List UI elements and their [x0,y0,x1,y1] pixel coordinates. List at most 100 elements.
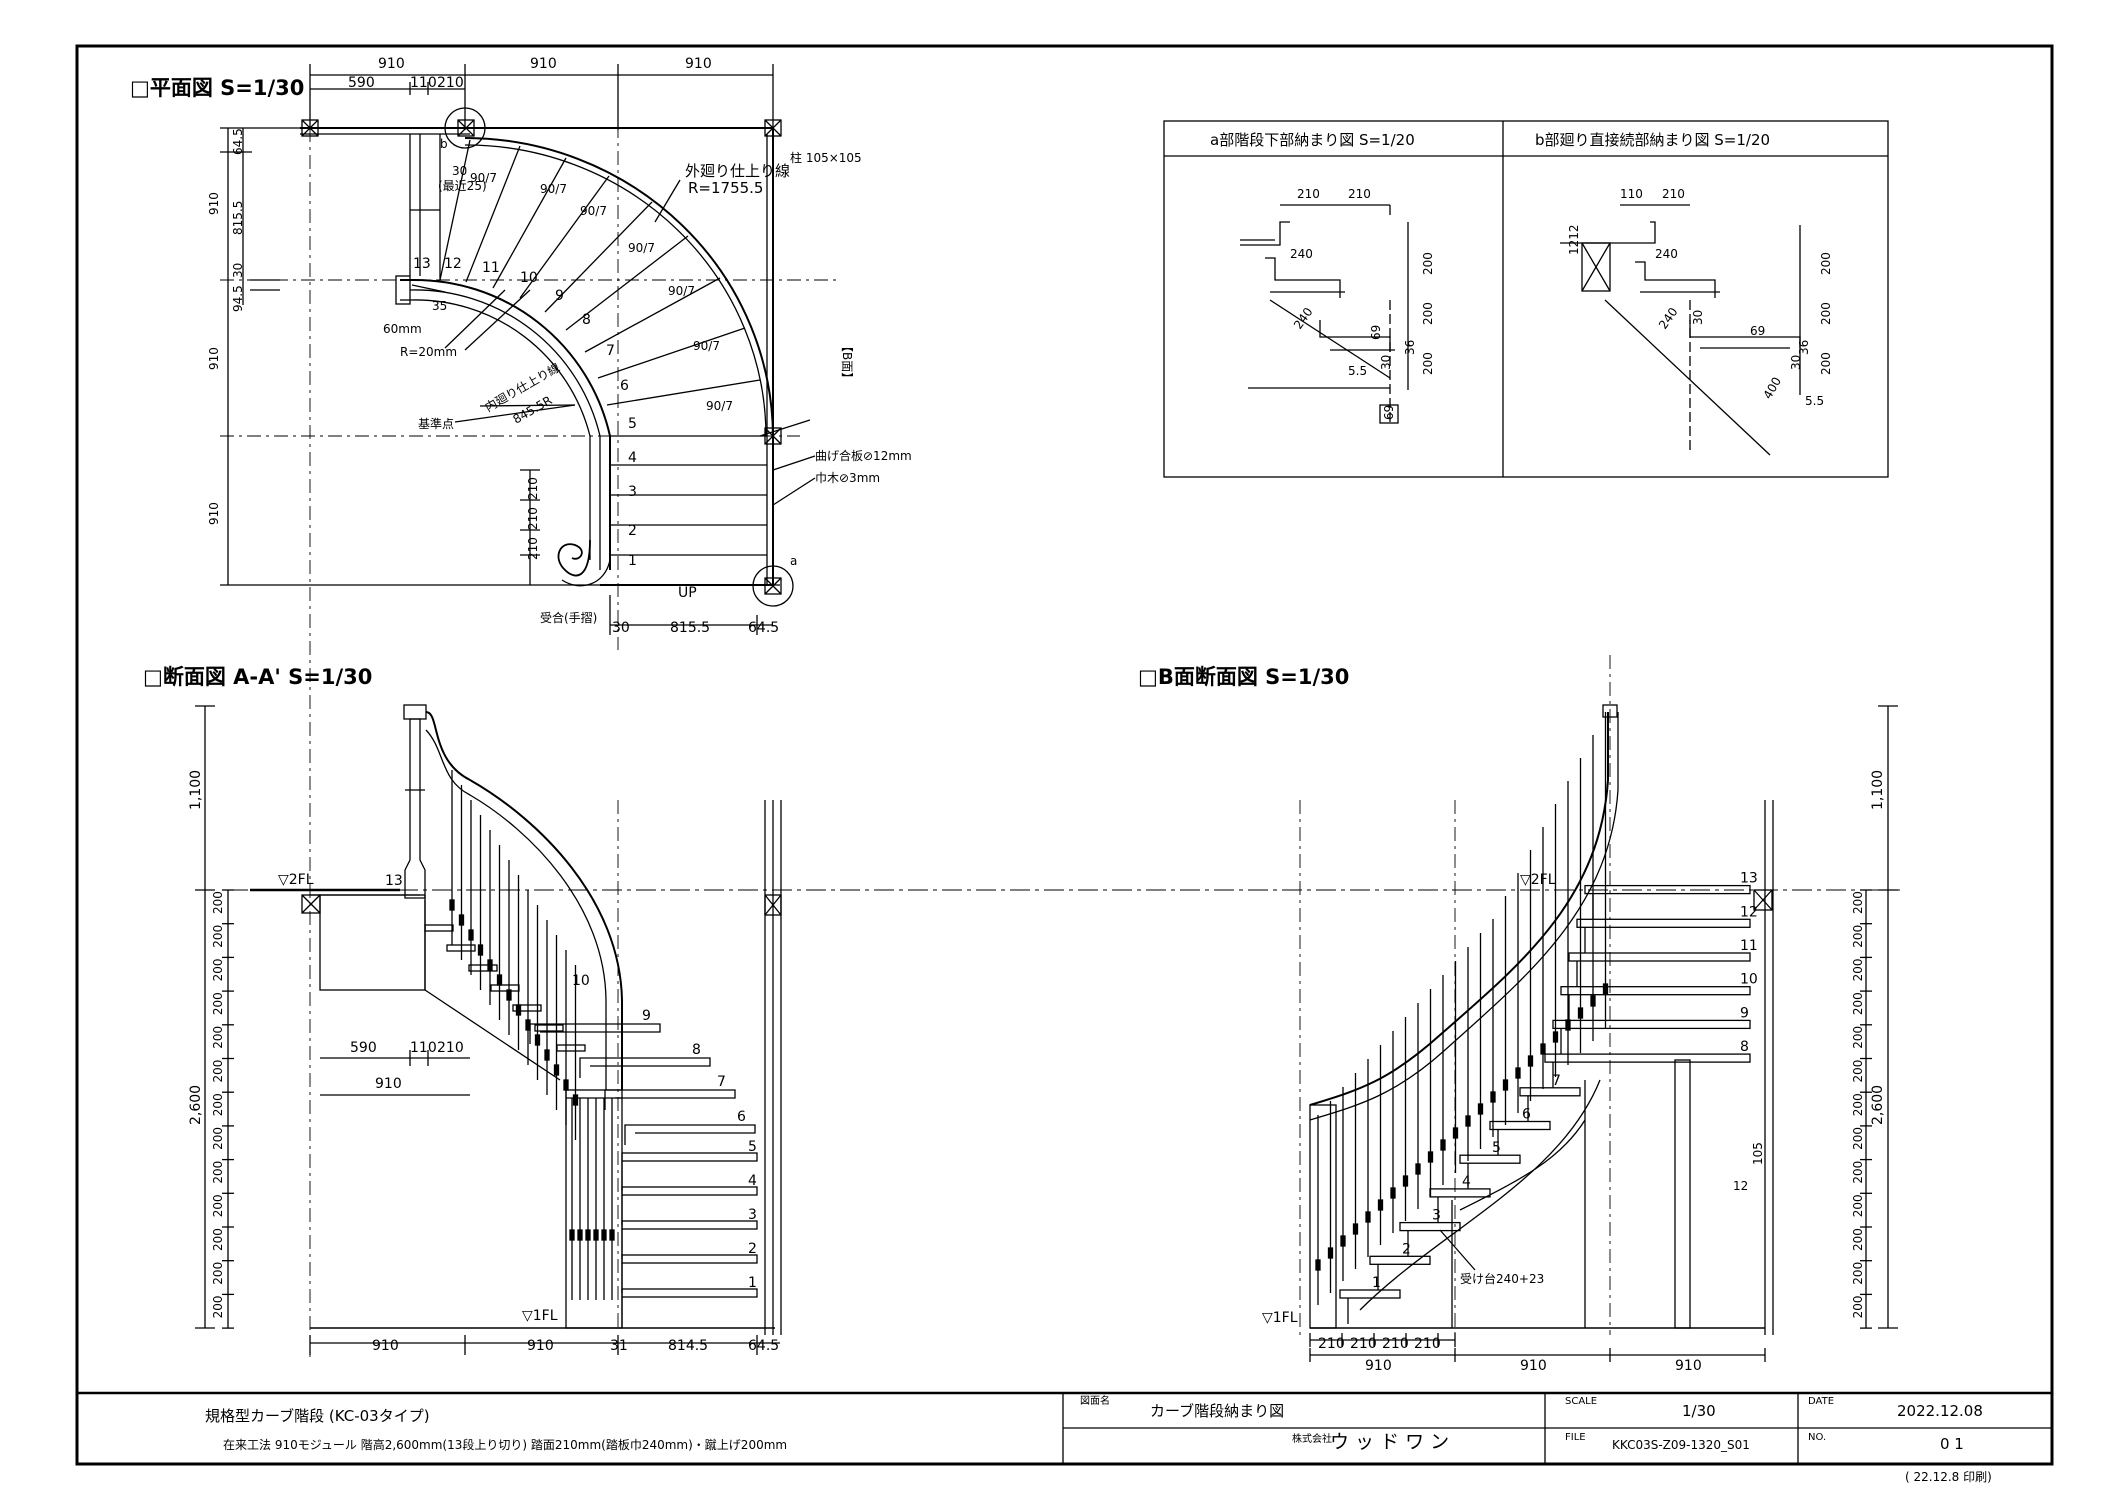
detail-b-dim-55: 5.5 [1805,394,1824,408]
section-b-bottom-dim-210c: 210 [1382,1336,1409,1352]
detail-b-drawing [1560,204,1801,456]
section-aa-tread [621,1220,758,1230]
section-aa-riser-label: 200 [211,992,225,1015]
plan-step-9: 9 [555,288,564,304]
section-b-riser-label: 200 [1851,1161,1865,1184]
plan-60mm-label: 60mm [383,322,422,336]
section-aa-winder [579,1057,711,1078]
tb-company: ウ ッ ド ワ ン [1330,1431,1449,1453]
section-b-tread [1429,1188,1491,1198]
section-b-title: □B面断面図 S=1/30 [1138,665,1349,689]
volute [557,539,591,577]
detail-b-dim-36: 36 [1797,340,1811,355]
detail-a-dim-210b: 210 [1348,187,1371,201]
plan-step-13: 13 [413,256,431,272]
plan-left-dim-945: 94.5 [231,285,245,312]
plan-left-dim-30: 30 [231,263,245,278]
plan-plywood-label: 曲げ合板⊘12mm [815,448,912,463]
section-aa-bottom-dim-910a: 910 [372,1338,399,1354]
tb-drawing-name: カーブ階段納まり図 [1150,1402,1284,1420]
plan-step-2: 2 [628,523,637,539]
section-b-post-label: 105 [1751,1142,1765,1165]
section-b-support-label: 受け台240+23 [1460,1271,1544,1286]
detail-a-dim-69b: 69 [1382,405,1396,420]
section-aa-dim-590: 590 [350,1040,377,1056]
plan-b-face-label: 【B面】 [840,340,854,384]
plan-top-subdim-2: 110 [410,75,437,91]
plan-top-dim-3: 910 [685,56,712,72]
detail-a-dim-240: 240 [1290,247,1313,261]
plan-a-mark: a [790,554,797,568]
section-b-step-number: 9 [1740,1005,1749,1021]
section-b-1fl: ▽1FL [1262,1310,1298,1326]
section-b-tread [1519,1087,1581,1097]
detail-a-title: a部階段下部納まり図 S=1/20 [1210,131,1415,149]
plan-skirting-label: 巾木⊘3mm [815,471,880,485]
plan-angle-2: 90/7 [580,204,607,218]
detail-b-dim-69: 69 [1750,324,1765,338]
plan-step-8: 8 [582,312,591,328]
section-b-step-number: 3 [1432,1208,1441,1224]
detail-a-dim-69: 69 [1369,325,1383,340]
section-b-step-number: 2 [1402,1241,1411,1257]
section-b-riser-label: 200 [1851,1127,1865,1150]
section-aa-riser-label: 200 [211,1127,225,1150]
section-aa-riser-label: 200 [211,1262,225,1285]
plan-angle-1: 90/7 [540,182,567,196]
tb-date-label: DATE [1808,1396,1834,1407]
newel-post [403,704,427,899]
tb-date: 2022.12.08 [1897,1402,1983,1420]
section-b-tread [1544,1053,1751,1063]
detail-b-dim-240b: 240 [1656,305,1681,332]
section-aa-step-number: 8 [692,1042,701,1058]
section-b-step-number: 11 [1740,938,1758,954]
tb-company-prefix: 株式会社 [1292,1432,1332,1445]
plan-step-6: 6 [620,378,629,394]
detail-b-dim-240: 240 [1655,247,1678,261]
section-b-riser-label: 200 [1851,958,1865,981]
plan-left-dim-910c: 910 [207,502,221,525]
section-b-tread [1576,918,1751,928]
section-aa-1fl: ▽1FL [522,1308,558,1324]
detail-b-dim-200c: 200 [1819,352,1833,375]
plan-step-11: 11 [482,260,500,276]
title-block: 規格型カーブ階段 (KC-03タイプ) 在来工法 910モジュール 階高2,60… [77,1391,2052,1484]
section-b-bottom-dim-210d: 210 [1414,1336,1441,1352]
section-b-step-number: 12 [1740,904,1758,920]
section-aa-riser-label: 200 [211,925,225,948]
section-aa-riser-label: 200 [211,1161,225,1184]
section-aa-riser-label: 200 [211,1228,225,1251]
plan-base-point-label: 基準点 [418,416,454,431]
section-b-view: □B面断面図 S=1/30 1,100 2,600 20020020020020… [1138,655,1898,1374]
section-aa-step-number: 13 [385,873,403,889]
section-aa-handrail [425,711,623,1090]
section-aa-riser-label: 200 [211,891,225,914]
section-b-riser-label: 200 [1851,925,1865,948]
section-b-bottom-dim-210b: 210 [1350,1336,1377,1352]
plan-view: □平面図 S=1/30 910 910 910 590 110 210 64.5 [130,56,912,1360]
detail-a-dim-210a: 210 [1297,187,1320,201]
section-b-step-number: 10 [1740,972,1758,988]
section-b-riser-label: 200 [1851,1295,1865,1318]
section-aa-riser-label: 200 [211,1060,225,1083]
section-aa-bottom-dim-645: 64.5 [748,1338,779,1354]
section-aa-dim-910: 910 [375,1076,402,1092]
plan-up-label: UP [678,585,697,601]
post-top-mid [444,107,486,149]
section-b-riser-label: 200 [1851,1228,1865,1251]
plan-b-mark: b [440,137,448,151]
plan-step-5: 5 [628,416,637,432]
inner-curve [409,278,611,437]
section-aa-title: □断面図 A-A' S=1/30 [143,665,372,689]
detail-b-dim-1212: 1212 [1567,224,1581,255]
section-b-step-number: 7 [1552,1073,1561,1089]
section-aa-dim-110: 110 [410,1040,437,1056]
plan-step-10: 10 [520,270,538,286]
section-b-bottom-dim-210a: 210 [1318,1336,1345,1352]
tb-scale-label: SCALE [1565,1396,1597,1407]
plan-r20-label: R=20mm [400,345,457,359]
plan-outer-radius-label: R=1755.5 [688,179,763,197]
plan-step-12: 12 [444,256,462,272]
plan-left-dim-645: 64.5 [231,128,245,155]
